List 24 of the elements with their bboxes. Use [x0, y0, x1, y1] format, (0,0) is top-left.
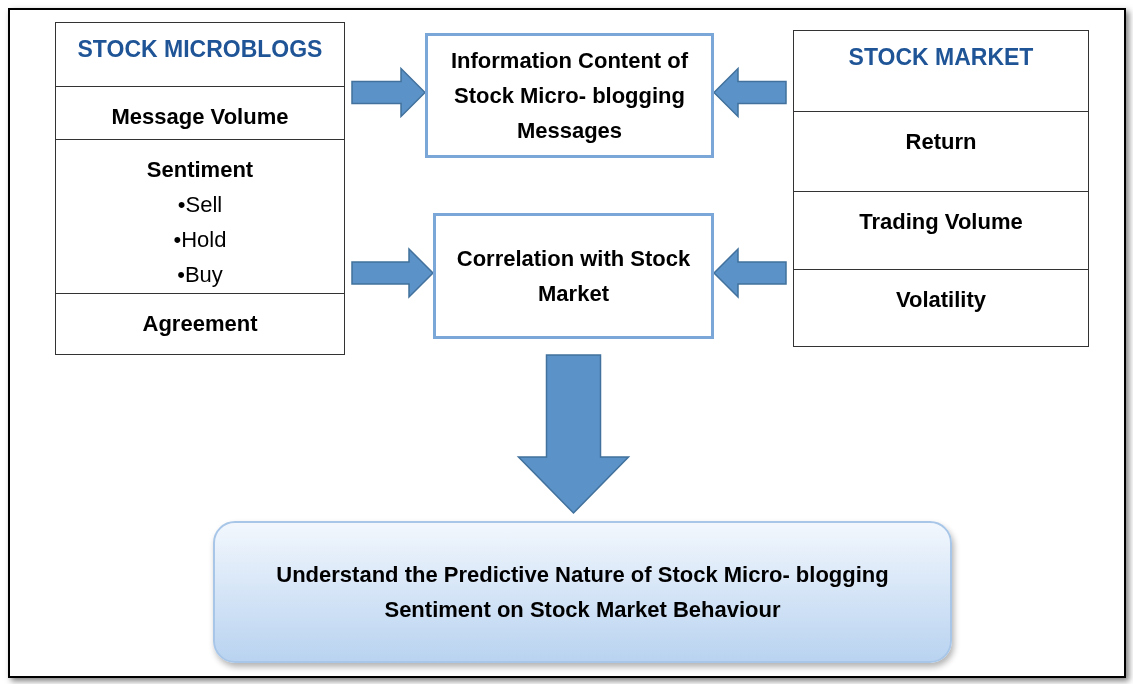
- block-arrow: [712, 247, 787, 299]
- row-label: Return: [904, 128, 978, 156]
- process-box: [433, 213, 714, 339]
- process-box: [425, 33, 714, 158]
- data-table: [793, 30, 1089, 347]
- row-label: Sentiment: [145, 156, 255, 184]
- row-label: Agreement: [141, 310, 259, 338]
- list-item: •Sell: [177, 191, 223, 219]
- table-heading: STOCK MICROBLOGS: [76, 35, 324, 64]
- row-label: Message Volume: [110, 103, 290, 131]
- data-table: [55, 22, 345, 355]
- block-arrow: [351, 247, 435, 299]
- table-heading: STOCK MARKET: [847, 43, 1035, 72]
- list-item: •Hold: [173, 226, 227, 254]
- box-label: Information Content of Stock Micro- blogging Messages: [449, 47, 690, 145]
- row-label: Volatility: [894, 286, 988, 314]
- list-item: •Buy: [177, 261, 223, 289]
- block-arrow: [712, 66, 787, 119]
- block-arrow: [351, 66, 427, 119]
- block-arrow: [516, 354, 631, 515]
- goal-text: Understand the Predictive Nature of Stock Micro- blogging Sentiment on Stock Market Behaviour: [275, 561, 890, 624]
- row-label: Trading Volume: [858, 208, 1024, 236]
- goal-box: [213, 521, 952, 663]
- box-label: Correlation with Stock Market: [455, 245, 692, 308]
